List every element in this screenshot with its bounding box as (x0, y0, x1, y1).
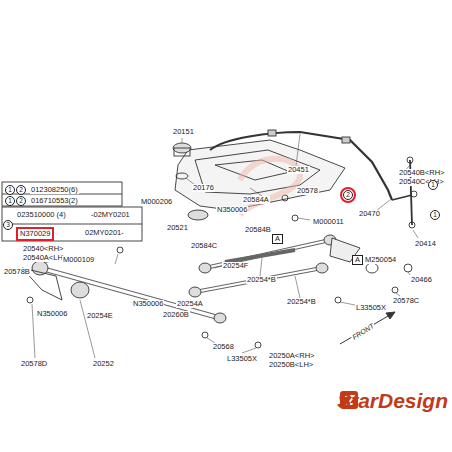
part-number: 20578D (20, 360, 48, 368)
part-number: 20578C (392, 297, 420, 305)
part-number: 20466 (410, 276, 433, 284)
part-number: 20254*B (286, 298, 317, 306)
part-number: 20521 (166, 224, 189, 232)
part-number: N370029 (16, 227, 54, 241)
part-number: M000109 (62, 256, 95, 264)
callout-number: 2 (16, 185, 26, 195)
part-number: M250054 (364, 256, 397, 264)
callout-number: 1 (430, 210, 440, 220)
model-year-note: 02MY0201- (84, 229, 125, 237)
part-number: N350006 (36, 310, 68, 318)
watermark: StarDesign (336, 390, 449, 411)
callout-number: 2 (16, 196, 26, 206)
section-marker: A (352, 255, 363, 265)
part-number: M000206 (140, 198, 173, 206)
part-number: 20414 (414, 240, 437, 248)
model-year-note: -02MY0201 (90, 211, 131, 219)
part-number: M000011 (312, 218, 345, 226)
part-number: 20151 (172, 128, 195, 136)
part-number: 20540B<RH> (398, 169, 445, 177)
part-number: L33505X (355, 304, 387, 312)
part-number: 20470 (358, 210, 381, 218)
direction-label: FRONT (350, 322, 376, 342)
part-number: 20176 (192, 184, 215, 192)
part-number: 20584A (242, 196, 270, 204)
part-number: L33505X (226, 355, 258, 363)
part-number: 20584B (244, 226, 272, 234)
part-number: 012308250(6) (30, 186, 79, 194)
callout-number: 1 (428, 180, 438, 190)
part-number: 20540<RH> (22, 245, 64, 253)
part-number: 20250B<LH> (268, 361, 314, 369)
part-number: 20254E (86, 312, 114, 320)
callout-number: 1 (5, 185, 15, 195)
part-number: 20254F (222, 262, 249, 270)
part-number: 20584C (190, 242, 218, 250)
part-number: 20254*B (246, 276, 277, 284)
part-number: 20578 (296, 187, 319, 195)
crossmember (175, 140, 345, 210)
part-number: 20578B (3, 268, 31, 276)
reference-box (2, 207, 142, 241)
part-number: 20254A (176, 300, 204, 308)
part-number: 20252 (92, 360, 115, 368)
part-number: 20260B (162, 311, 190, 319)
callout-number: 3 (3, 220, 13, 230)
part-number: 20568 (212, 343, 235, 351)
callout-number: 1 (5, 196, 15, 206)
part-number: N350006 (216, 206, 248, 214)
part-number: 20451 (287, 166, 310, 174)
stabilizer-bar (210, 132, 392, 200)
callout-number: 2 (343, 190, 353, 200)
part-number: 016710553(2) (30, 197, 79, 205)
part-number: 023510000 (4) (16, 211, 67, 219)
part-number: 20250A<RH> (268, 352, 315, 360)
part-number: N350006 (132, 300, 164, 308)
section-marker: A (272, 234, 283, 244)
reference-box (2, 182, 122, 206)
